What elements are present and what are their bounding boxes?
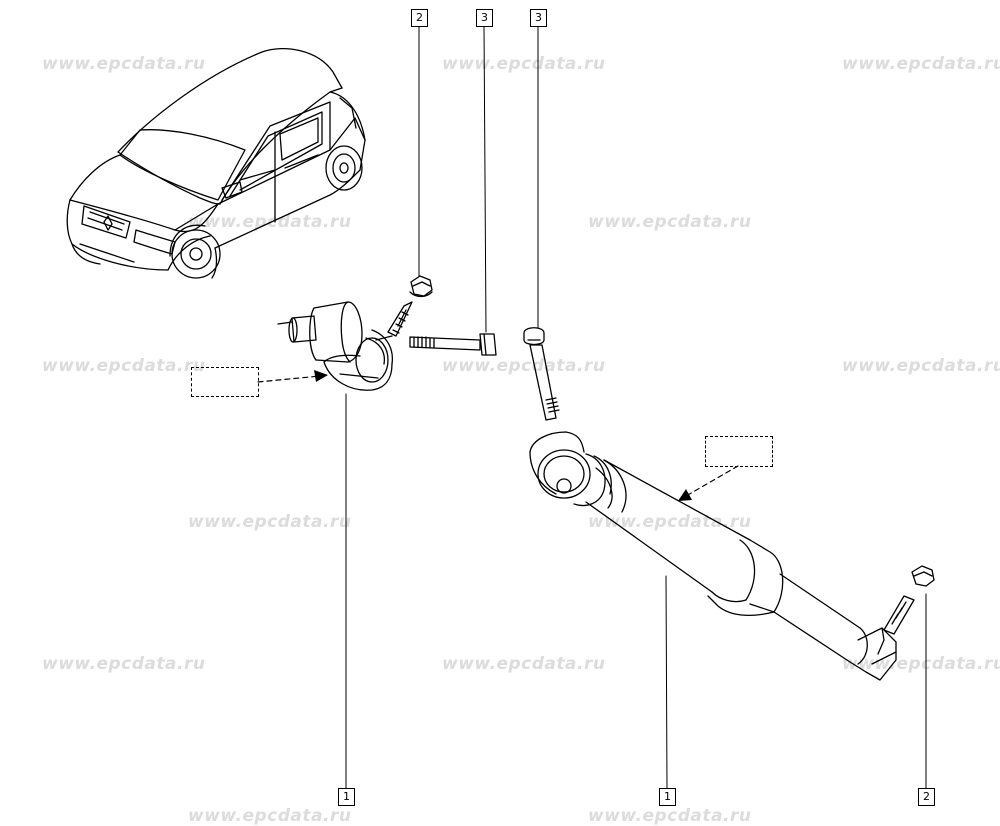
watermark: www.epcdata.ru — [588, 212, 752, 232]
watermark: www.epcdata.ru — [188, 512, 352, 532]
arrowhead-icon — [678, 489, 692, 501]
bolt-icon — [883, 595, 915, 635]
watermark: www.epcdata.ru — [42, 654, 206, 674]
watermark: www.epcdata.ru — [842, 356, 1000, 376]
watermark: www.epcdata.ru — [588, 512, 752, 532]
watermark: www.epcdata.ru — [188, 212, 352, 232]
watermark: www.epcdata.ru — [42, 54, 206, 74]
bolt-icon — [523, 327, 560, 421]
watermark: www.epcdata.ru — [442, 356, 606, 376]
callout-label: 1 — [338, 788, 355, 806]
watermark: www.epcdata.ru — [442, 54, 606, 74]
leader-lines — [345, 25, 927, 789]
watermark: www.epcdata.ru — [442, 654, 606, 674]
shock-icon — [529, 431, 897, 681]
watermark: www.epcdata.ru — [42, 356, 206, 376]
callout-label: 3 — [476, 9, 493, 27]
nut-icon — [911, 565, 935, 587]
reference-arrows — [257, 375, 739, 497]
bolt-icon — [387, 301, 413, 337]
reference-box — [191, 367, 259, 397]
arrowhead-icon — [314, 370, 328, 382]
callout-label: 3 — [530, 9, 547, 27]
callout-label: 2 — [918, 788, 935, 806]
car-icon — [66, 47, 366, 279]
reference-box — [705, 436, 773, 467]
callout-label: 1 — [659, 788, 676, 806]
bolt-icon — [409, 333, 497, 356]
watermark: www.epcdata.ru — [842, 54, 1000, 74]
nut-icon — [409, 275, 433, 298]
bushing-icon — [277, 301, 394, 391]
callout-label: 2 — [411, 9, 428, 27]
